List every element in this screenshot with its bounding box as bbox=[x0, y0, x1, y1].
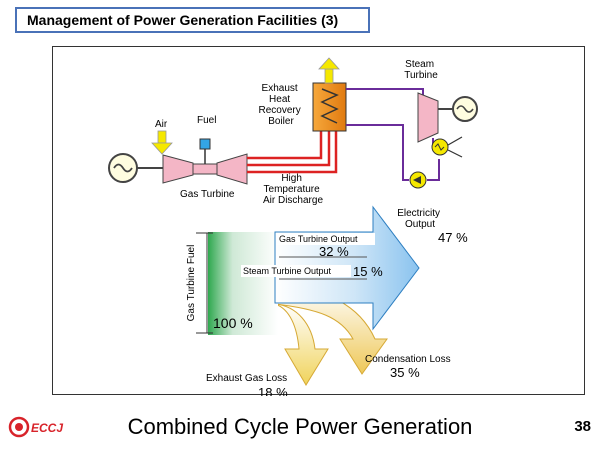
steam-turbine-output-bg bbox=[241, 265, 351, 277]
steam-turbine-output-label: Steam Turbine Output bbox=[243, 266, 332, 276]
fuel-pct: 100 % bbox=[213, 315, 253, 331]
air-label: Air bbox=[155, 119, 168, 130]
combined-cycle-diagram: Air Fuel Gas Turbine High Temperature Ai… bbox=[108, 57, 478, 400]
logo-dot-icon bbox=[15, 423, 23, 431]
fuel-label: Fuel bbox=[197, 115, 216, 126]
gas-turbine-fuel-label: Gas Turbine Fuel bbox=[186, 245, 197, 322]
gas-turbine-output-label: Gas Turbine Output bbox=[279, 234, 358, 244]
generator-right-icon bbox=[452, 96, 478, 122]
steam-turbine-icon bbox=[417, 92, 453, 143]
steam-turbine-pct: 15 % bbox=[353, 264, 383, 279]
logo-ring-icon bbox=[8, 416, 30, 438]
heat-recovery-boiler-icon bbox=[312, 82, 347, 132]
steam-turbine-label: Steam Turbine bbox=[404, 59, 438, 81]
gas-turbine-output-bg bbox=[277, 233, 375, 245]
slide-title: Management of Power Generation Facilitie… bbox=[15, 7, 370, 33]
exhaust-gas-loss-arrow bbox=[274, 303, 329, 386]
high-temperature-label: High Temperature Air Discharge bbox=[263, 173, 323, 206]
exhaust-gas-pct: 18 % bbox=[258, 385, 288, 396]
fuel-injector-icon bbox=[199, 138, 211, 164]
electricity-pct: 47 % bbox=[438, 230, 468, 245]
condensation-pct: 35 % bbox=[390, 365, 420, 380]
exhaust-heat-recovery-boiler-label: Exhaust Heat Recovery Boiler bbox=[258, 83, 303, 127]
fuel-flow-block bbox=[208, 232, 278, 335]
exhaust-up-arrow-icon bbox=[318, 57, 340, 84]
gas-turbine-icon bbox=[162, 153, 248, 185]
air-arrow-icon bbox=[151, 130, 173, 155]
steam-pipe-purple bbox=[346, 88, 440, 181]
gas-turbine-label: Gas Turbine bbox=[180, 189, 235, 200]
page-number: 38 bbox=[574, 418, 591, 435]
exhaust-gas-loss-label: Exhaust Gas Loss bbox=[206, 373, 287, 384]
electricity-output-label: Electricity Output bbox=[397, 208, 443, 230]
logo-text: ECCJ bbox=[31, 421, 63, 435]
feed-pump-icon bbox=[409, 171, 427, 189]
condensation-loss-label: Condensation Loss bbox=[365, 354, 451, 365]
fuel-bracket bbox=[196, 232, 213, 334]
diagram-frame: Air Fuel Gas Turbine High Temperature Ai… bbox=[52, 46, 585, 400]
generator-left-icon bbox=[108, 153, 163, 183]
condenser-icon bbox=[431, 136, 463, 158]
eccj-logo: ECCJ bbox=[8, 414, 68, 440]
exhaust-pipe-red bbox=[247, 131, 338, 174]
footer-title: Combined Cycle Power Generation bbox=[127, 414, 473, 439]
gas-turbine-pct: 32 % bbox=[319, 244, 349, 259]
